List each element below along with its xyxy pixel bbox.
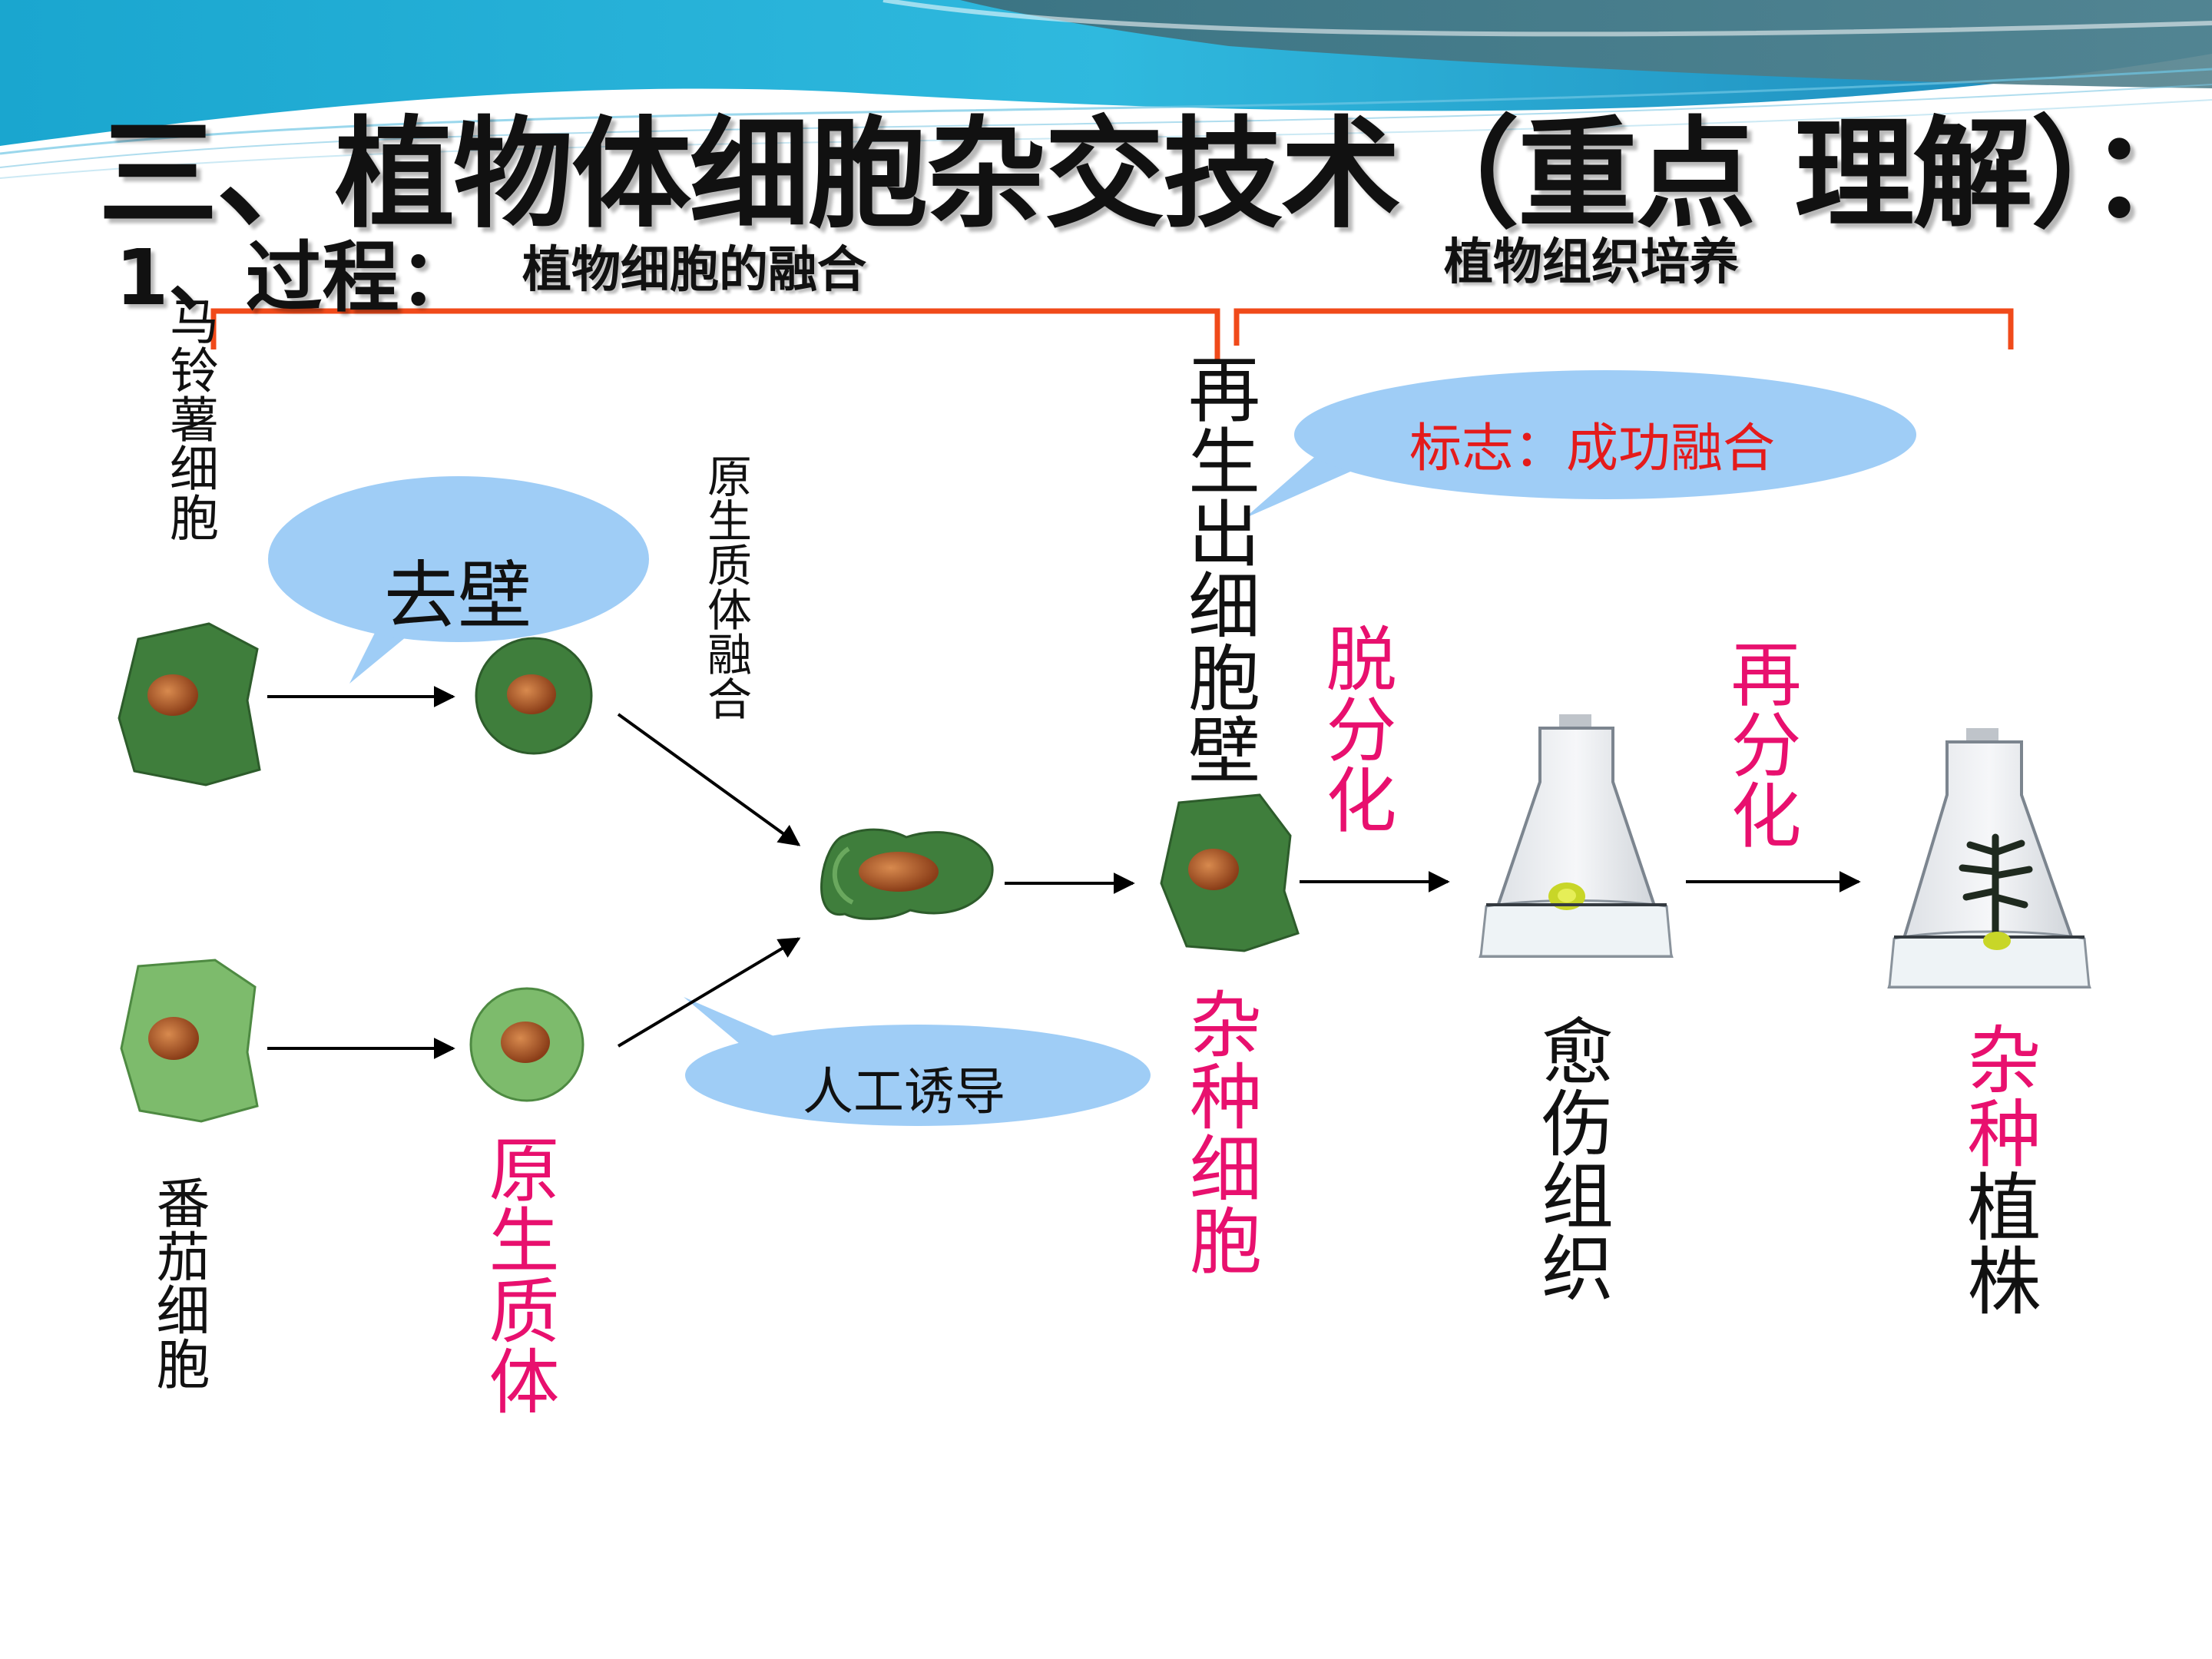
stage-label-culture: 植物组织培养 [1444, 234, 1739, 291]
label-potato-cell: 马铃薯细胞 [161, 296, 218, 541]
bubble-marker-ellipse [1294, 370, 1916, 499]
tomato-cell [120, 959, 259, 1123]
bubble-artificial-induction-text: 人工诱导 [803, 1062, 1005, 1121]
stage-label-fusion: 植物细胞的融合 [522, 242, 866, 299]
arrow-protoplast-bottom-to-fused [617, 937, 801, 1048]
arrow-protoplast-top-to-fused [617, 713, 801, 846]
potato-protoplast [475, 637, 593, 755]
label-hybrid-cell: 杂种细胞 [1177, 987, 1261, 1276]
bubble-remove-wall-text: 去壁 [384, 553, 531, 639]
bubble-marker-text: 标志：成功融合 [1409, 419, 1776, 479]
fused-protoplast [820, 828, 994, 920]
potato-cell [118, 622, 261, 786]
flask-callus [1479, 714, 1674, 958]
bracket-fusion [210, 308, 1220, 361]
flask-plant [1887, 728, 2091, 988]
label-callus: 愈伤组织 [1529, 1014, 1613, 1303]
label-tomato-cell: 番茄细胞 [147, 1175, 210, 1390]
label-hybrid-plant-part1: 杂种 [1955, 1022, 2041, 1169]
bubble-induction-ellipse [685, 1025, 1151, 1126]
header-band [0, 0, 2212, 179]
label-hybrid-plant-part2: 植株 [1955, 1169, 2041, 1316]
bracket-culture [1233, 308, 2014, 349]
label-protoplast-fusion: 原生质体融合 [700, 453, 752, 720]
stage-brackets [210, 308, 2014, 361]
label-redifferentiation: 再分化 [1719, 637, 1801, 849]
section-subtitle: 1、过程： [115, 233, 476, 323]
label-regenerate-wall: 再生出细胞壁 [1176, 352, 1260, 785]
label-dedifferentiation: 脱分化 [1314, 622, 1396, 834]
arrows [267, 686, 1861, 1059]
hybrid-cell [1160, 793, 1300, 952]
tomato-protoplast [469, 987, 584, 1102]
bubbles [268, 370, 1916, 1126]
bubble-remove-wall-ellipse [268, 476, 649, 642]
label-protoplast: 原生质体 [477, 1133, 559, 1416]
page-title: 三、植物体细胞杂交技术（重点 理解）： [98, 104, 2209, 244]
